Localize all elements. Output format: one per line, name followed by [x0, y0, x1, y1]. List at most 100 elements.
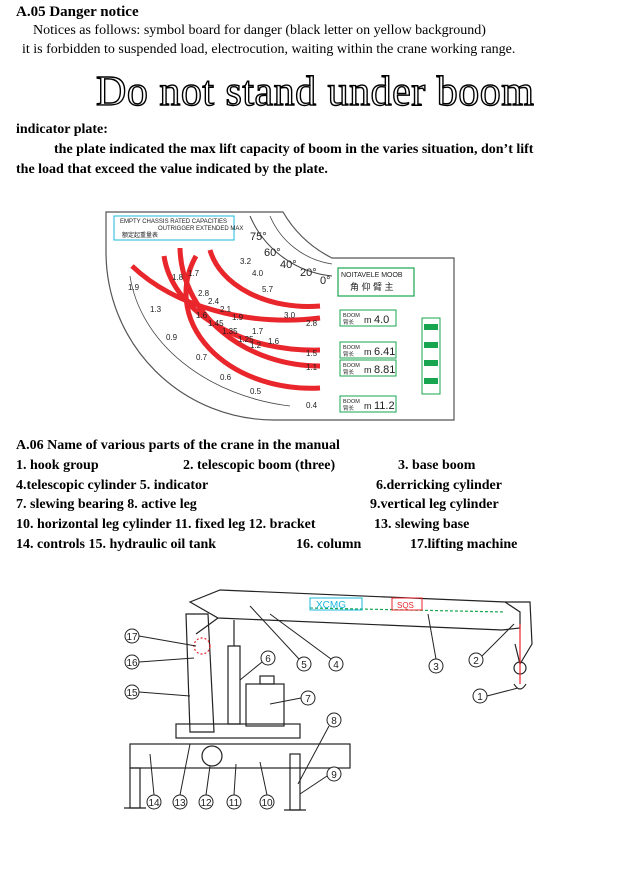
boom-length-box-4: BOOM 臂长 m 11.2	[339, 395, 397, 413]
crane-parts-diagram: XCMG SQS 1 2 3 4 5 6 7 8 9 10 11 12 13 1…	[124, 589, 533, 811]
svg-text:BOOM: BOOM	[343, 313, 360, 319]
danger-sign-text: Do not stand under boom	[95, 68, 535, 115]
boom-position-cn: 角 仰 臂 主	[350, 281, 394, 292]
callout-13: 13	[172, 743, 191, 810]
indicator-heading: indicator plate:	[16, 122, 108, 137]
svg-text:16: 16	[126, 658, 138, 669]
outer-value-5: 0.9	[166, 333, 178, 342]
svg-text:6: 6	[265, 654, 271, 665]
callout-3: 3	[427, 613, 444, 674]
ring3-value-2: 1.45	[208, 319, 224, 328]
ring-end-2: 1.5	[306, 349, 318, 358]
svg-text:9: 9	[331, 770, 337, 781]
outer-value-3: 1.7	[188, 269, 200, 278]
ring2-value-4: 1.9	[232, 313, 244, 322]
angle-0: 0°	[320, 275, 331, 287]
ring2-value-2: 2.4	[208, 297, 220, 306]
ring1-value-4: 3.0	[284, 311, 296, 320]
ring-end-4: 0.4	[306, 401, 318, 410]
svg-text:臂长: 臂长	[343, 318, 355, 326]
boom-length-box-2: BOOM 臂长 m 6.41	[339, 341, 397, 359]
callout-11: 11	[226, 763, 242, 810]
boom-length-box-1: BOOM 臂长 m 4.0	[339, 309, 397, 327]
ring1-value-3: 5.7	[262, 285, 274, 294]
boom-side-text: SQS	[397, 601, 414, 610]
parts-row-4-a: 10. horizontal leg cylinder 11. fixed le…	[16, 517, 316, 532]
svg-text:2: 2	[473, 656, 479, 667]
ring2-value-6: 1.6	[268, 337, 280, 346]
svg-text:11: 11	[229, 798, 240, 809]
section-a06-title: A.06 Name of various parts of the crane …	[16, 438, 340, 453]
svg-text:4: 4	[333, 660, 339, 671]
callout-12: 12	[198, 765, 214, 810]
parts-row-3-a: 7. slewing bearing 8. active leg	[16, 497, 197, 512]
parts-row-1-c: 3. base boom	[398, 458, 476, 473]
svg-text:7: 7	[305, 694, 311, 705]
outer-value-6: 0.7	[196, 353, 208, 362]
callout-8: 8	[297, 712, 342, 785]
svg-text:8.81: 8.81	[374, 364, 395, 376]
notice-line-1: Notices as follows: symbol board for dan…	[33, 23, 486, 38]
boom-length-box-3: BOOM 臂长 m 8.81	[339, 359, 397, 377]
parts-row-1-a: 1. hook group	[16, 458, 99, 473]
callout-2: 2	[468, 623, 515, 668]
section-a05-title: A.05 Danger notice	[16, 4, 139, 20]
svg-text:12: 12	[200, 798, 212, 809]
ring3-value-5: 1.2	[250, 341, 262, 350]
svg-text:11.2: 11.2	[374, 400, 395, 412]
angle-60: 60°	[264, 247, 281, 259]
svg-text:15: 15	[126, 688, 138, 699]
callout-15: 15	[124, 684, 191, 700]
svg-text:m: m	[364, 365, 372, 375]
plate-header-line-1: EMPTY CHASSIS RATED CAPACITIES	[120, 219, 227, 225]
outer-value-4: 1.3	[150, 305, 162, 314]
callout-4: 4	[269, 613, 344, 672]
angle-20: 20°	[300, 267, 317, 279]
svg-text:14: 14	[148, 798, 160, 809]
callout-9: 9	[299, 766, 342, 795]
angle-75: 75°	[250, 231, 267, 243]
ring1-value-2: 4.0	[252, 269, 264, 278]
plate-header-line-2: OUTRIGGER EXTENDED MAX	[158, 226, 243, 232]
ring3-value-4: 1.25	[238, 335, 254, 344]
svg-text:臂长: 臂长	[343, 350, 355, 358]
svg-text:m: m	[364, 315, 372, 325]
parts-row-2-b: 6.derricking cylinder	[376, 478, 502, 493]
svg-text:BOOM: BOOM	[343, 399, 360, 405]
callout-17: 17	[124, 628, 197, 647]
svg-text:8: 8	[331, 716, 337, 727]
callout-7: 7	[269, 690, 316, 706]
ring-end-1: 2.8	[306, 319, 318, 328]
callout-10: 10	[259, 761, 275, 810]
svg-text:臂长: 臂长	[343, 404, 355, 412]
indicator-para-line-1: the plate indicated the max lift capacit…	[54, 142, 534, 157]
brand-xcmg-text: XCMG	[316, 600, 346, 611]
indicator-para-line-2: the load that exceed the value indicated…	[16, 162, 328, 177]
callout-5: 5	[249, 605, 312, 672]
svg-text:3: 3	[433, 662, 439, 673]
parts-row-5-a: 14. controls 15. hydraulic oil tank	[16, 537, 217, 552]
callout-1: 1	[472, 687, 519, 704]
ring-end-3: 1.1	[306, 363, 318, 372]
svg-text:BOOM: BOOM	[343, 345, 360, 351]
ring1-value-1: 3.2	[240, 257, 252, 266]
angle-40: 40°	[280, 259, 297, 271]
svg-text:10: 10	[261, 798, 273, 809]
svg-text:m: m	[364, 347, 372, 357]
svg-text:臂长: 臂长	[343, 368, 355, 376]
svg-text:5: 5	[301, 660, 307, 671]
parts-row-5-b: 16. column	[296, 537, 362, 552]
callout-16: 16	[124, 654, 195, 670]
parts-row-5-c: 17.lifting machine	[410, 537, 518, 552]
outer-value-8: 0.5	[250, 387, 262, 396]
ring2-value-1: 2.8	[198, 289, 210, 298]
parts-row-1-b: 2. telescopic boom (three)	[183, 458, 336, 473]
ring3-value-3: 1.35	[222, 327, 238, 336]
ring2-value-3: 2.1	[220, 305, 232, 314]
outer-value-7: 0.6	[220, 373, 232, 382]
notice-line-2: it is forbidden to suspended load, elect…	[22, 42, 516, 57]
plate-header-cn: 额定起重量表	[122, 231, 158, 239]
outer-value-1: 1.9	[128, 283, 140, 292]
ring2-value-5: 1.7	[252, 327, 264, 336]
svg-text:1: 1	[477, 692, 483, 703]
